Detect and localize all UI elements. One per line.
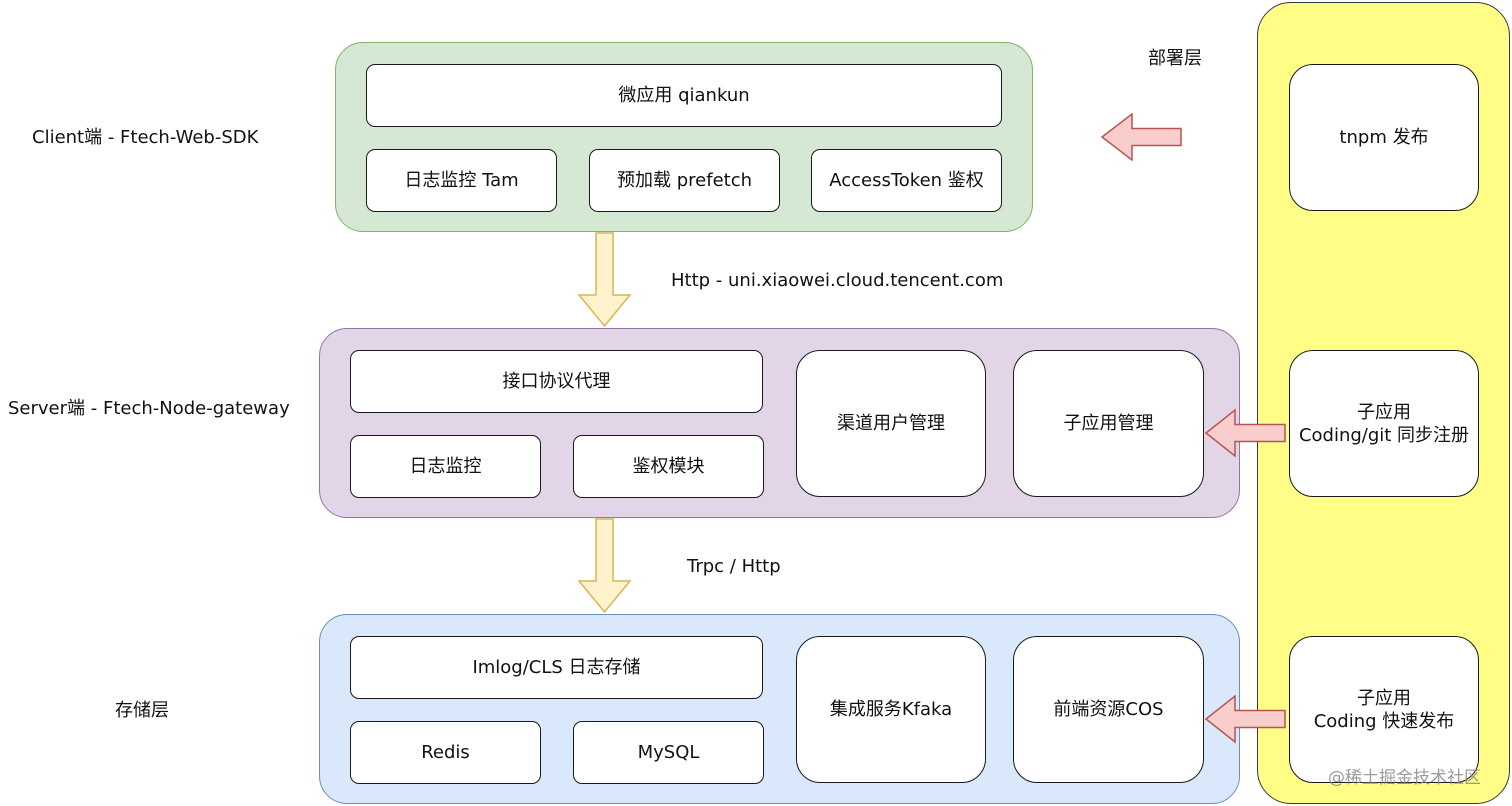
sub-app-fast-line2: Coding 快速发布 bbox=[1313, 710, 1455, 732]
sub-app-sync-line2: Coding/git 同步注册 bbox=[1298, 424, 1470, 446]
down-arrow-server-to-storage bbox=[577, 518, 632, 614]
api-proxy-box: 接口协议代理 bbox=[350, 350, 763, 413]
kafka-service-box: 集成服务Kfaka bbox=[796, 636, 986, 783]
auth-module-box: 鉴权模块 bbox=[573, 435, 764, 498]
left-arrow-deploy-to-storage bbox=[1204, 694, 1286, 744]
sub-app-sync-register-box: 子应用 Coding/git 同步注册 bbox=[1289, 350, 1479, 497]
micro-app-qiankun-box: 微应用 qiankun bbox=[366, 64, 1002, 127]
channel-user-management-box: 渠道用户管理 bbox=[796, 350, 986, 497]
client-side-label: Client端 - Ftech-Web-SDK bbox=[32, 127, 259, 148]
server-side-label: Server端 - Ftech-Node-gateway bbox=[8, 398, 290, 419]
left-arrow-deploy-to-server bbox=[1204, 408, 1286, 458]
down-arrow-client-to-server bbox=[577, 232, 632, 328]
storage-side-label: 存储层 bbox=[115, 700, 169, 721]
left-arrow-deploy-to-client bbox=[1100, 112, 1182, 162]
client-server-protocol-label: Http - uni.xiaowei.cloud.tencent.com bbox=[671, 270, 1004, 291]
sub-app-fast-line1: 子应用 bbox=[1357, 687, 1411, 709]
sub-app-management-box: 子应用管理 bbox=[1013, 350, 1204, 497]
log-storage-box: Imlog/CLS 日志存储 bbox=[350, 636, 763, 699]
frontend-cos-box: 前端资源COS bbox=[1013, 636, 1204, 783]
watermark-text: @稀土掘金技术社区 bbox=[1328, 768, 1481, 788]
log-monitor-tam-box: 日志监控 Tam bbox=[366, 149, 557, 212]
deploy-layer-label: 部署层 bbox=[1148, 48, 1202, 69]
sub-app-fast-publish-box: 子应用 Coding 快速发布 bbox=[1289, 636, 1479, 783]
server-log-monitor-box: 日志监控 bbox=[350, 435, 541, 498]
sub-app-sync-line1: 子应用 bbox=[1357, 401, 1411, 423]
tnpm-publish-box: tnpm 发布 bbox=[1289, 64, 1479, 211]
server-storage-protocol-label: Trpc / Http bbox=[687, 556, 781, 577]
redis-box: Redis bbox=[350, 721, 541, 784]
prefetch-box: 预加载 prefetch bbox=[589, 149, 780, 212]
accesstoken-auth-box: AccessToken 鉴权 bbox=[811, 149, 1002, 212]
mysql-box: MySQL bbox=[573, 721, 764, 784]
